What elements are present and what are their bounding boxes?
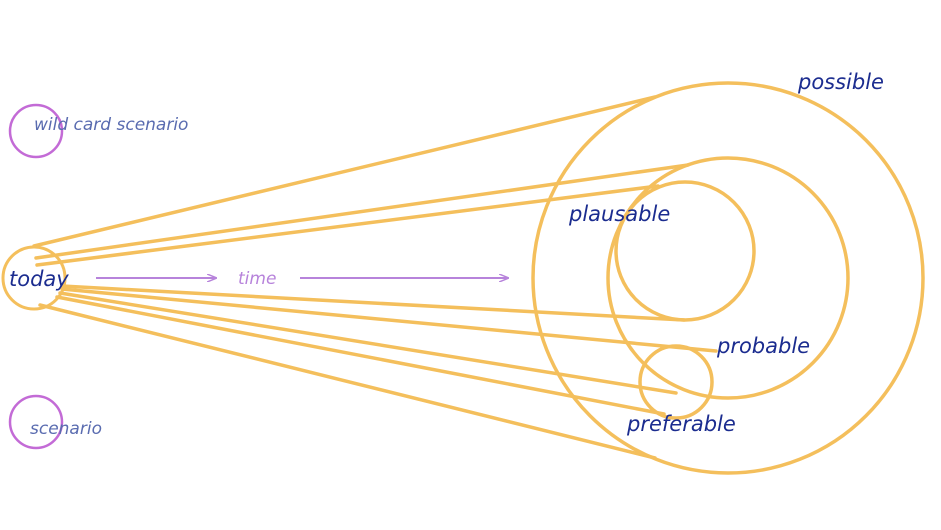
scenario-circle <box>8 394 64 450</box>
probable-label: probable <box>716 334 810 358</box>
scenario-label: scenario <box>30 419 102 439</box>
preferable-circle <box>638 344 714 420</box>
plausable-circle <box>614 180 756 322</box>
today-circle <box>1 245 67 311</box>
ray-possible-bottom <box>38 303 657 460</box>
ray-probable-bottom <box>60 287 718 353</box>
ray-possible-top <box>32 95 657 248</box>
time-label: time <box>238 269 276 289</box>
ray-plausable-bottom <box>60 284 686 322</box>
preferable-label: preferable <box>626 412 736 436</box>
future-circles <box>1 81 925 475</box>
possible-label: possible <box>797 70 884 94</box>
today-label: today <box>9 267 69 291</box>
cone-rays <box>32 95 718 460</box>
wild-card-scenario-circle <box>8 103 64 159</box>
ray-preferable-bottom <box>55 295 666 416</box>
ray-preferable-top <box>58 291 678 395</box>
plausable-label: plausable <box>568 202 670 226</box>
ray-plausable-top <box>35 184 660 267</box>
wild-card-scenario-label: wild card scenario <box>34 115 188 135</box>
probable-circle <box>606 156 850 400</box>
ray-probable-top <box>34 163 690 260</box>
possible-circle <box>531 81 925 475</box>
